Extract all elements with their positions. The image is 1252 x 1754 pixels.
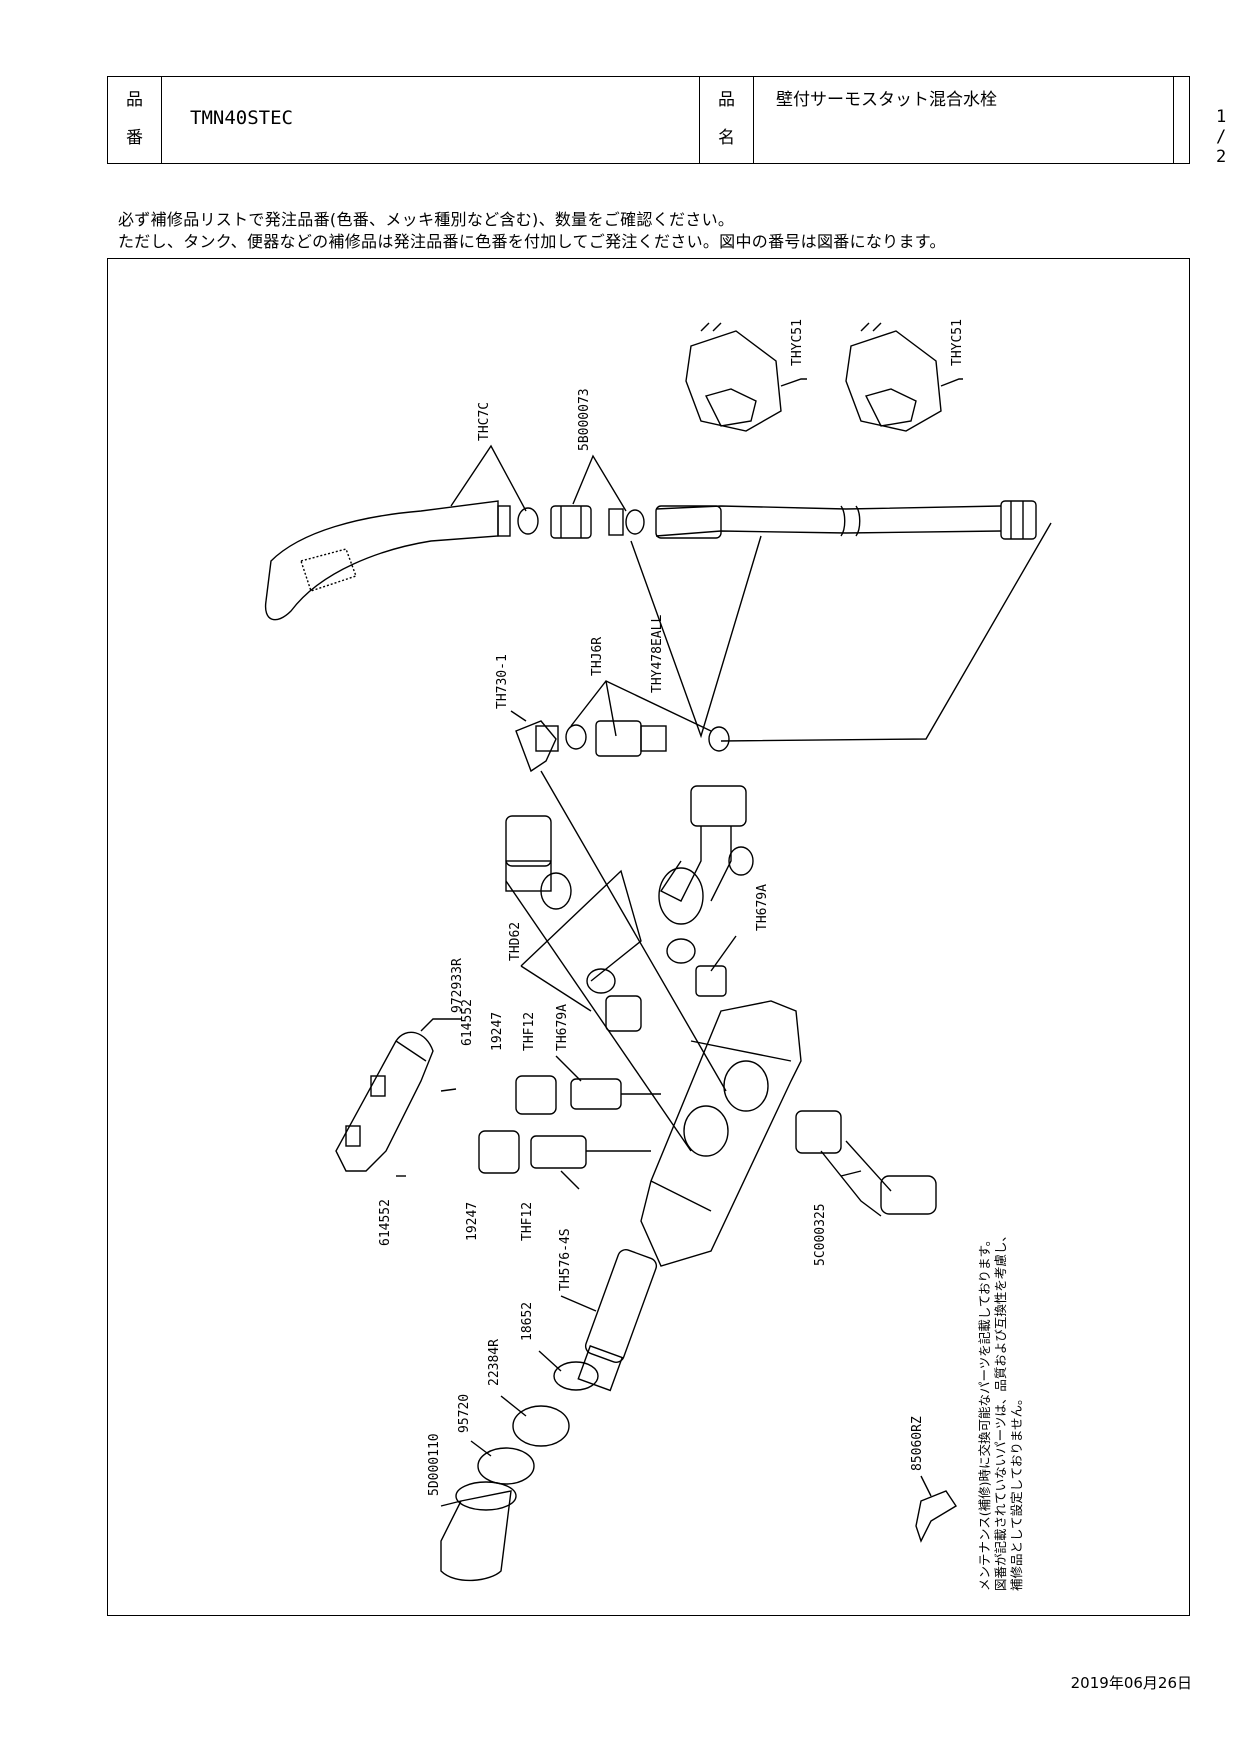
label-972933r: 972933R [450,958,465,1013]
label-th679a-right: TH679A [755,884,770,931]
label-19247-top: 19247 [490,1012,505,1051]
valve-body-drawing [640,1000,802,1267]
product-name: 壁付サーモスタット混合水栓 [776,90,997,110]
label-614552-bottom: 614552 [378,1199,393,1246]
label-thf12-bottom: THF12 [520,1202,535,1241]
page-number: 1 / 2 [1216,107,1227,167]
label-5b000073: 5B000073 [577,388,592,451]
label-thc7c: THC7C [477,402,492,441]
label-th730: TH730-1 [495,654,510,709]
hose-drawing [655,500,1037,540]
label-thf12-top: THF12 [522,1012,537,1051]
label-thy478eall: THY478EALL [650,615,665,693]
product-name-label-bottom: 名 [718,128,735,148]
label-5c000325: 5C000325 [813,1203,828,1266]
issue-date: 2019年06月26日 [1070,1674,1192,1692]
page-number-cell: 1 / 2 [1174,77,1226,167]
label-18652: 18652 [520,1302,535,1341]
diagram-svg: THYC51 THYC51 THC7C 5B000073 TH730-1 THJ… [264,319,1052,1591]
cartridge-drawing [577,1249,658,1392]
product-name-label-cell: 品 名 [700,77,754,163]
label-614552-top: 614552 [460,999,475,1046]
label-thj6r: THJ6R [590,637,605,676]
exploded-parts-diagram: THYC51 THYC51 THC7C 5B000073 TH730-1 THJ… [107,258,1190,1616]
holder-left-drawing [685,322,782,432]
remark-line-2: 図番が記載されていないパーツは、品質および互換性を考慮し、 [993,1229,1008,1591]
part-number: TMN40STEC [190,107,293,129]
label-thyc51-left: THYC51 [790,319,805,366]
remark-line-1: メンテナンス(補修)時に交換可能なパーツを記載しております。 [977,1234,992,1591]
title-block: 品 番 TMN40STEC 品 名 壁付サーモスタット混合水栓 1 / 2 [107,76,1226,167]
part-number-label-bottom: 番 [126,128,143,148]
label-thd62: THD62 [508,922,523,961]
label-th679a-left: TH679A [555,1004,570,1051]
label-thyc51-right: THYC51 [950,319,965,366]
handle-drawing [335,1031,434,1172]
elbow-lower-drawing [795,1110,937,1217]
product-name-label-top: 品 [718,90,735,110]
elbow-upper-drawing [658,785,754,925]
part-number-label-cell: 品 番 [108,77,162,163]
note-line-2: ただし、タンク、便器などの補修品は発注品番に色番を付加してご発注ください。図中の… [118,232,946,251]
label-5d000110: 5D000110 [427,1433,442,1496]
key-drawing [915,1490,957,1543]
cap-drawing [440,1481,517,1582]
elbow-left-drawing [505,815,572,910]
shower-head-drawing [264,500,511,621]
label-22384r: 22384R [487,1339,502,1386]
part-number-cell: TMN40STEC [162,77,700,163]
label-19247-bottom: 19247 [465,1202,480,1241]
label-95720: 95720 [457,1394,472,1433]
holder-right-drawing [845,322,942,432]
label-85060rz: 85060RZ [910,1416,925,1471]
part-number-label-top: 品 [126,90,143,110]
note-line-1: 必ず補修品リストで発注品番(色番、メッキ種別など含む)、数量をご確認ください。 [118,210,735,229]
product-name-cell: 壁付サーモスタット混合水栓 [754,77,1174,163]
label-th576: TH576-4S [558,1228,573,1291]
remark-line-3: 補修品として設定しておりません。 [1009,1392,1024,1591]
